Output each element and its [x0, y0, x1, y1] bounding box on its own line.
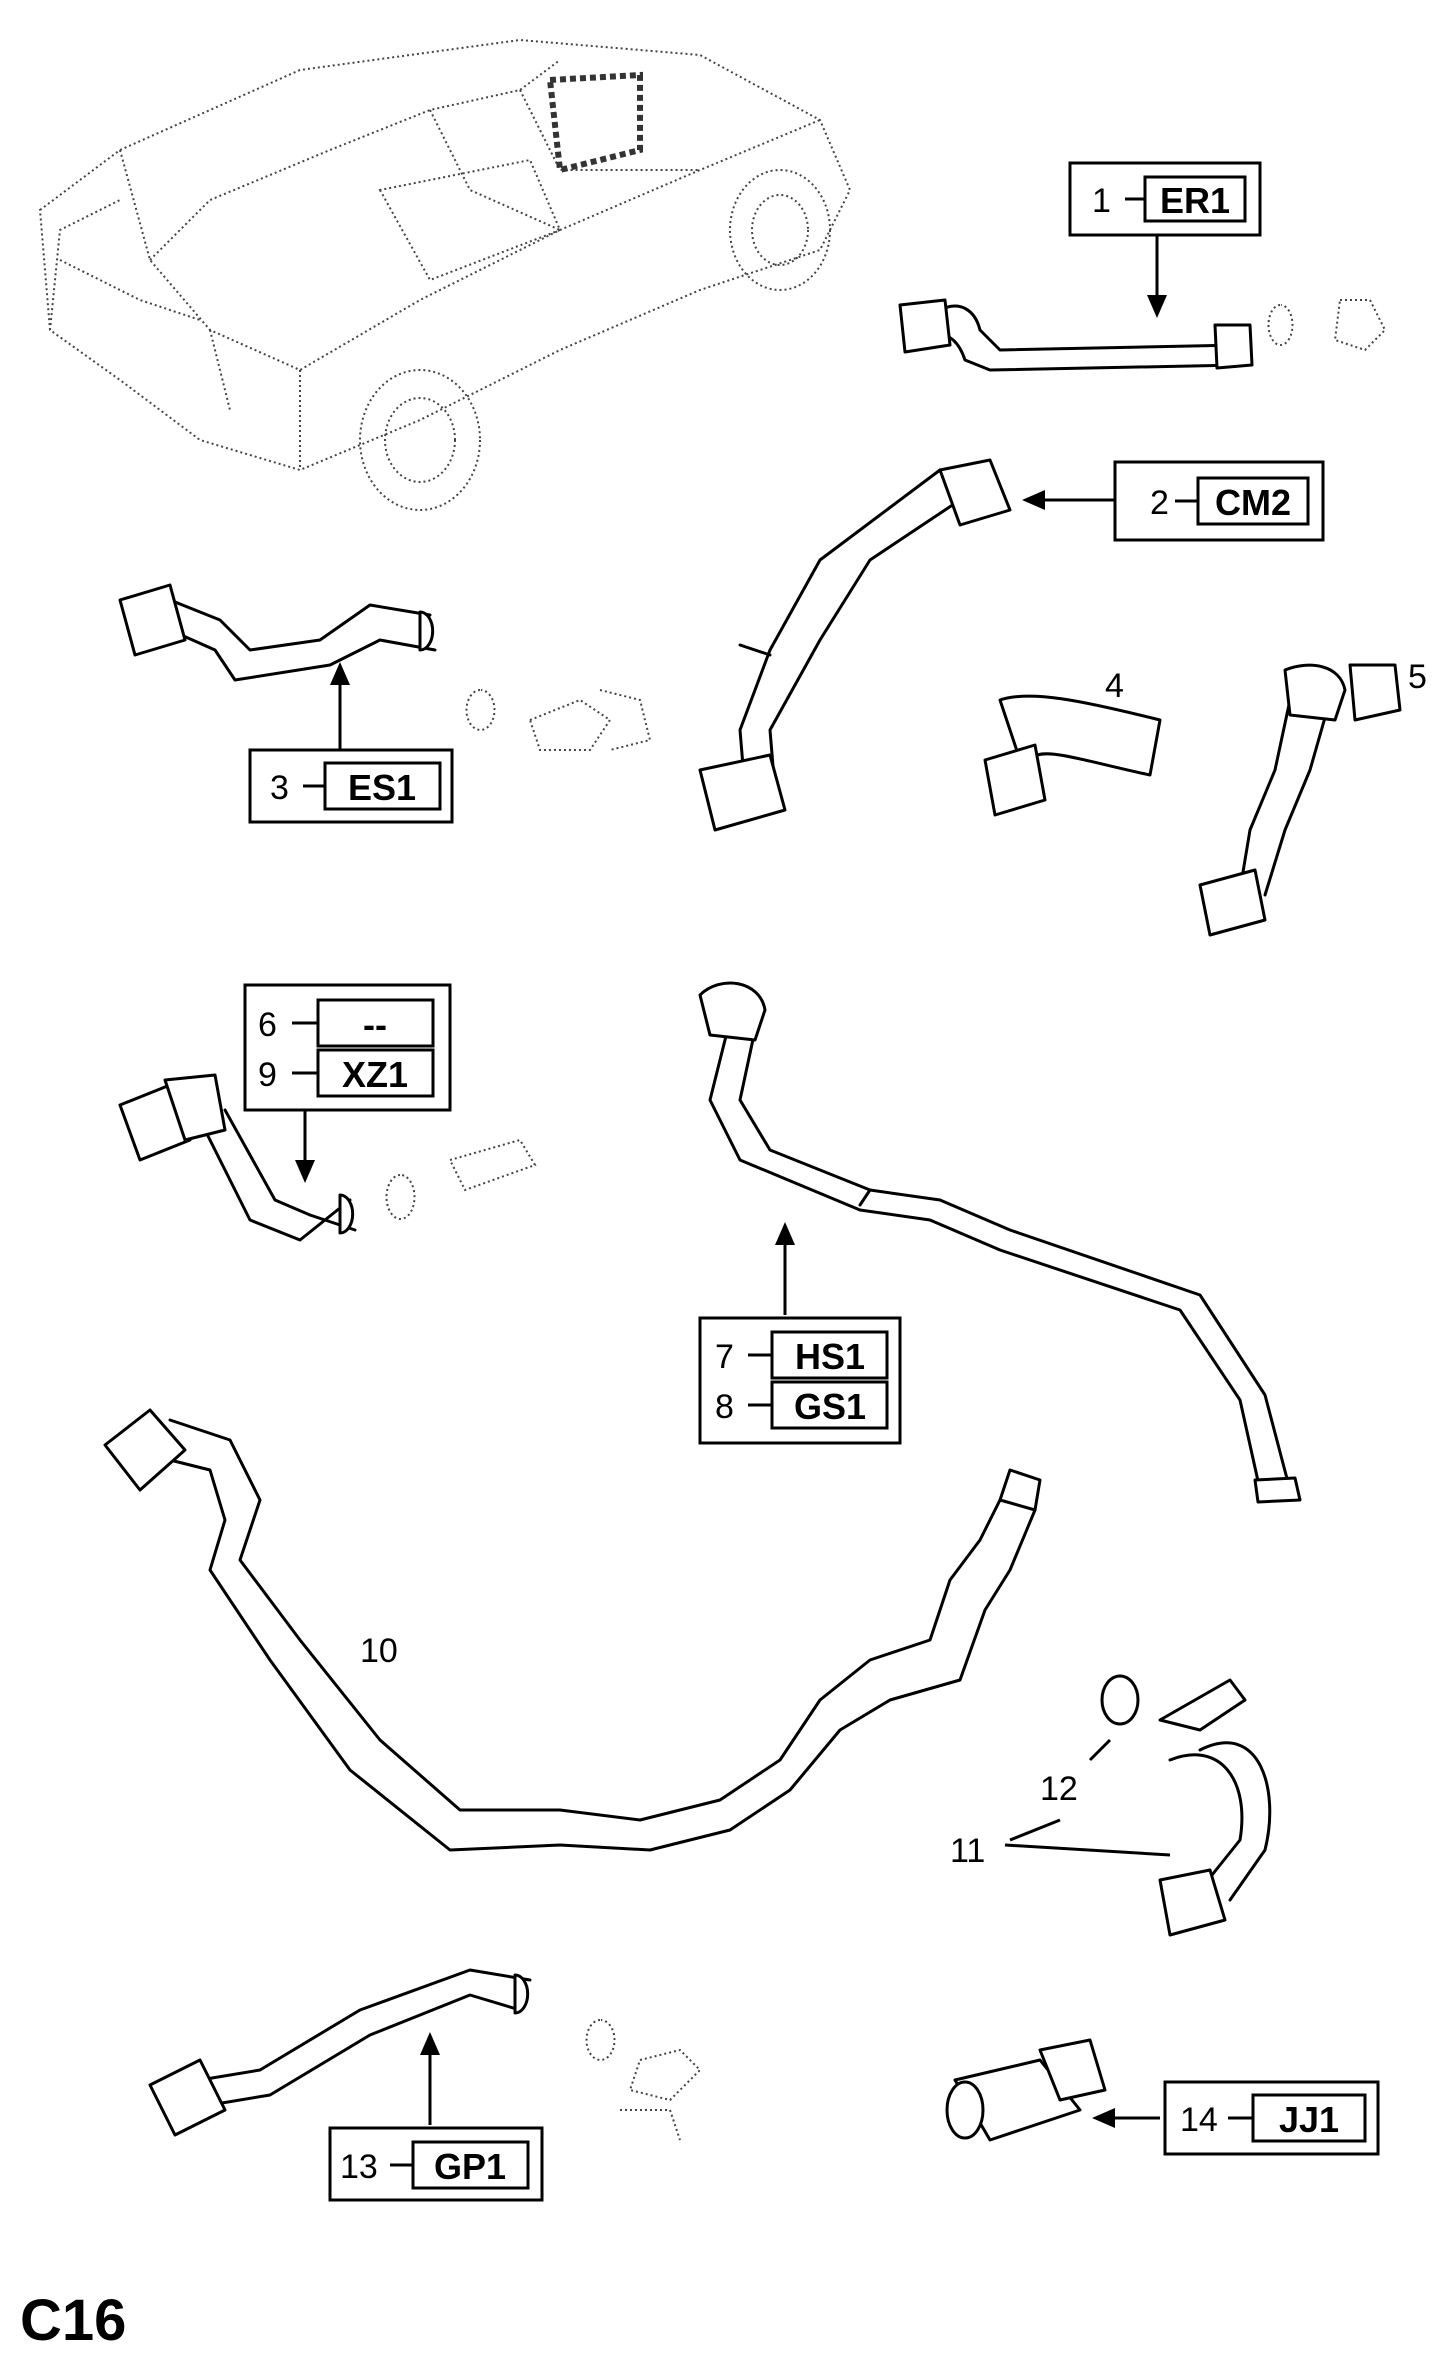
callout-code: XZ1	[342, 1054, 408, 1095]
vehicle-outline	[38, 38, 852, 511]
hose-er1	[898, 298, 1387, 372]
callout-13: 13 GP1	[328, 2126, 544, 2202]
part-4-hose	[983, 694, 1162, 817]
callout-1: 1 ER1	[1068, 161, 1262, 237]
callout-number: 6	[258, 1006, 277, 1044]
part-label: 4	[1105, 667, 1124, 705]
callout-code: JJ1	[1279, 2099, 1339, 2140]
part-label: 11	[950, 1832, 985, 1870]
callout-number: 2	[1150, 484, 1169, 522]
callout-code: --	[363, 1004, 387, 1045]
callout-2: 2 CM2	[1113, 460, 1325, 542]
callout-code: GP1	[434, 2146, 506, 2187]
part-14-connector	[945, 2038, 1107, 2142]
callout-number: 14	[1180, 2101, 1218, 2139]
hose-cm2	[698, 458, 1012, 832]
part-5-hose	[1198, 663, 1402, 937]
hose-gp1	[148, 1968, 702, 2141]
callout-number: 7	[715, 1338, 734, 1376]
part-label: 5	[1408, 658, 1427, 696]
callout-code: HS1	[795, 1336, 865, 1377]
callout-number: 8	[715, 1388, 734, 1426]
callout-6-9: 6 -- 9 XZ1	[243, 983, 452, 1112]
callout-3: 3 ES1	[248, 748, 454, 824]
part-label: 10	[360, 1632, 398, 1670]
callout-number: 9	[258, 1056, 277, 1094]
callout-number: 13	[340, 2148, 378, 2186]
callout-code: CM2	[1215, 482, 1291, 523]
part-label: 12	[1040, 1770, 1078, 1808]
part-11-12-pipe	[1004, 1674, 1272, 1937]
callout-code: GS1	[794, 1386, 866, 1427]
callout-14: 14 JJ1	[1163, 2080, 1380, 2156]
callout-code: ER1	[1160, 180, 1230, 221]
hose-es1	[118, 583, 652, 751]
callout-number: 3	[270, 769, 289, 807]
callout-number: 1	[1092, 182, 1111, 220]
hose-xz1	[118, 1073, 537, 1242]
leader-lines	[295, 235, 1167, 2128]
page-id: C16	[20, 2288, 126, 2353]
hose-10	[103, 1408, 1042, 1852]
hose-hs1-gs1	[698, 981, 1302, 1504]
callout-7-8: 7 HS1 8 GS1	[698, 1316, 902, 1445]
callout-code: ES1	[348, 767, 416, 808]
